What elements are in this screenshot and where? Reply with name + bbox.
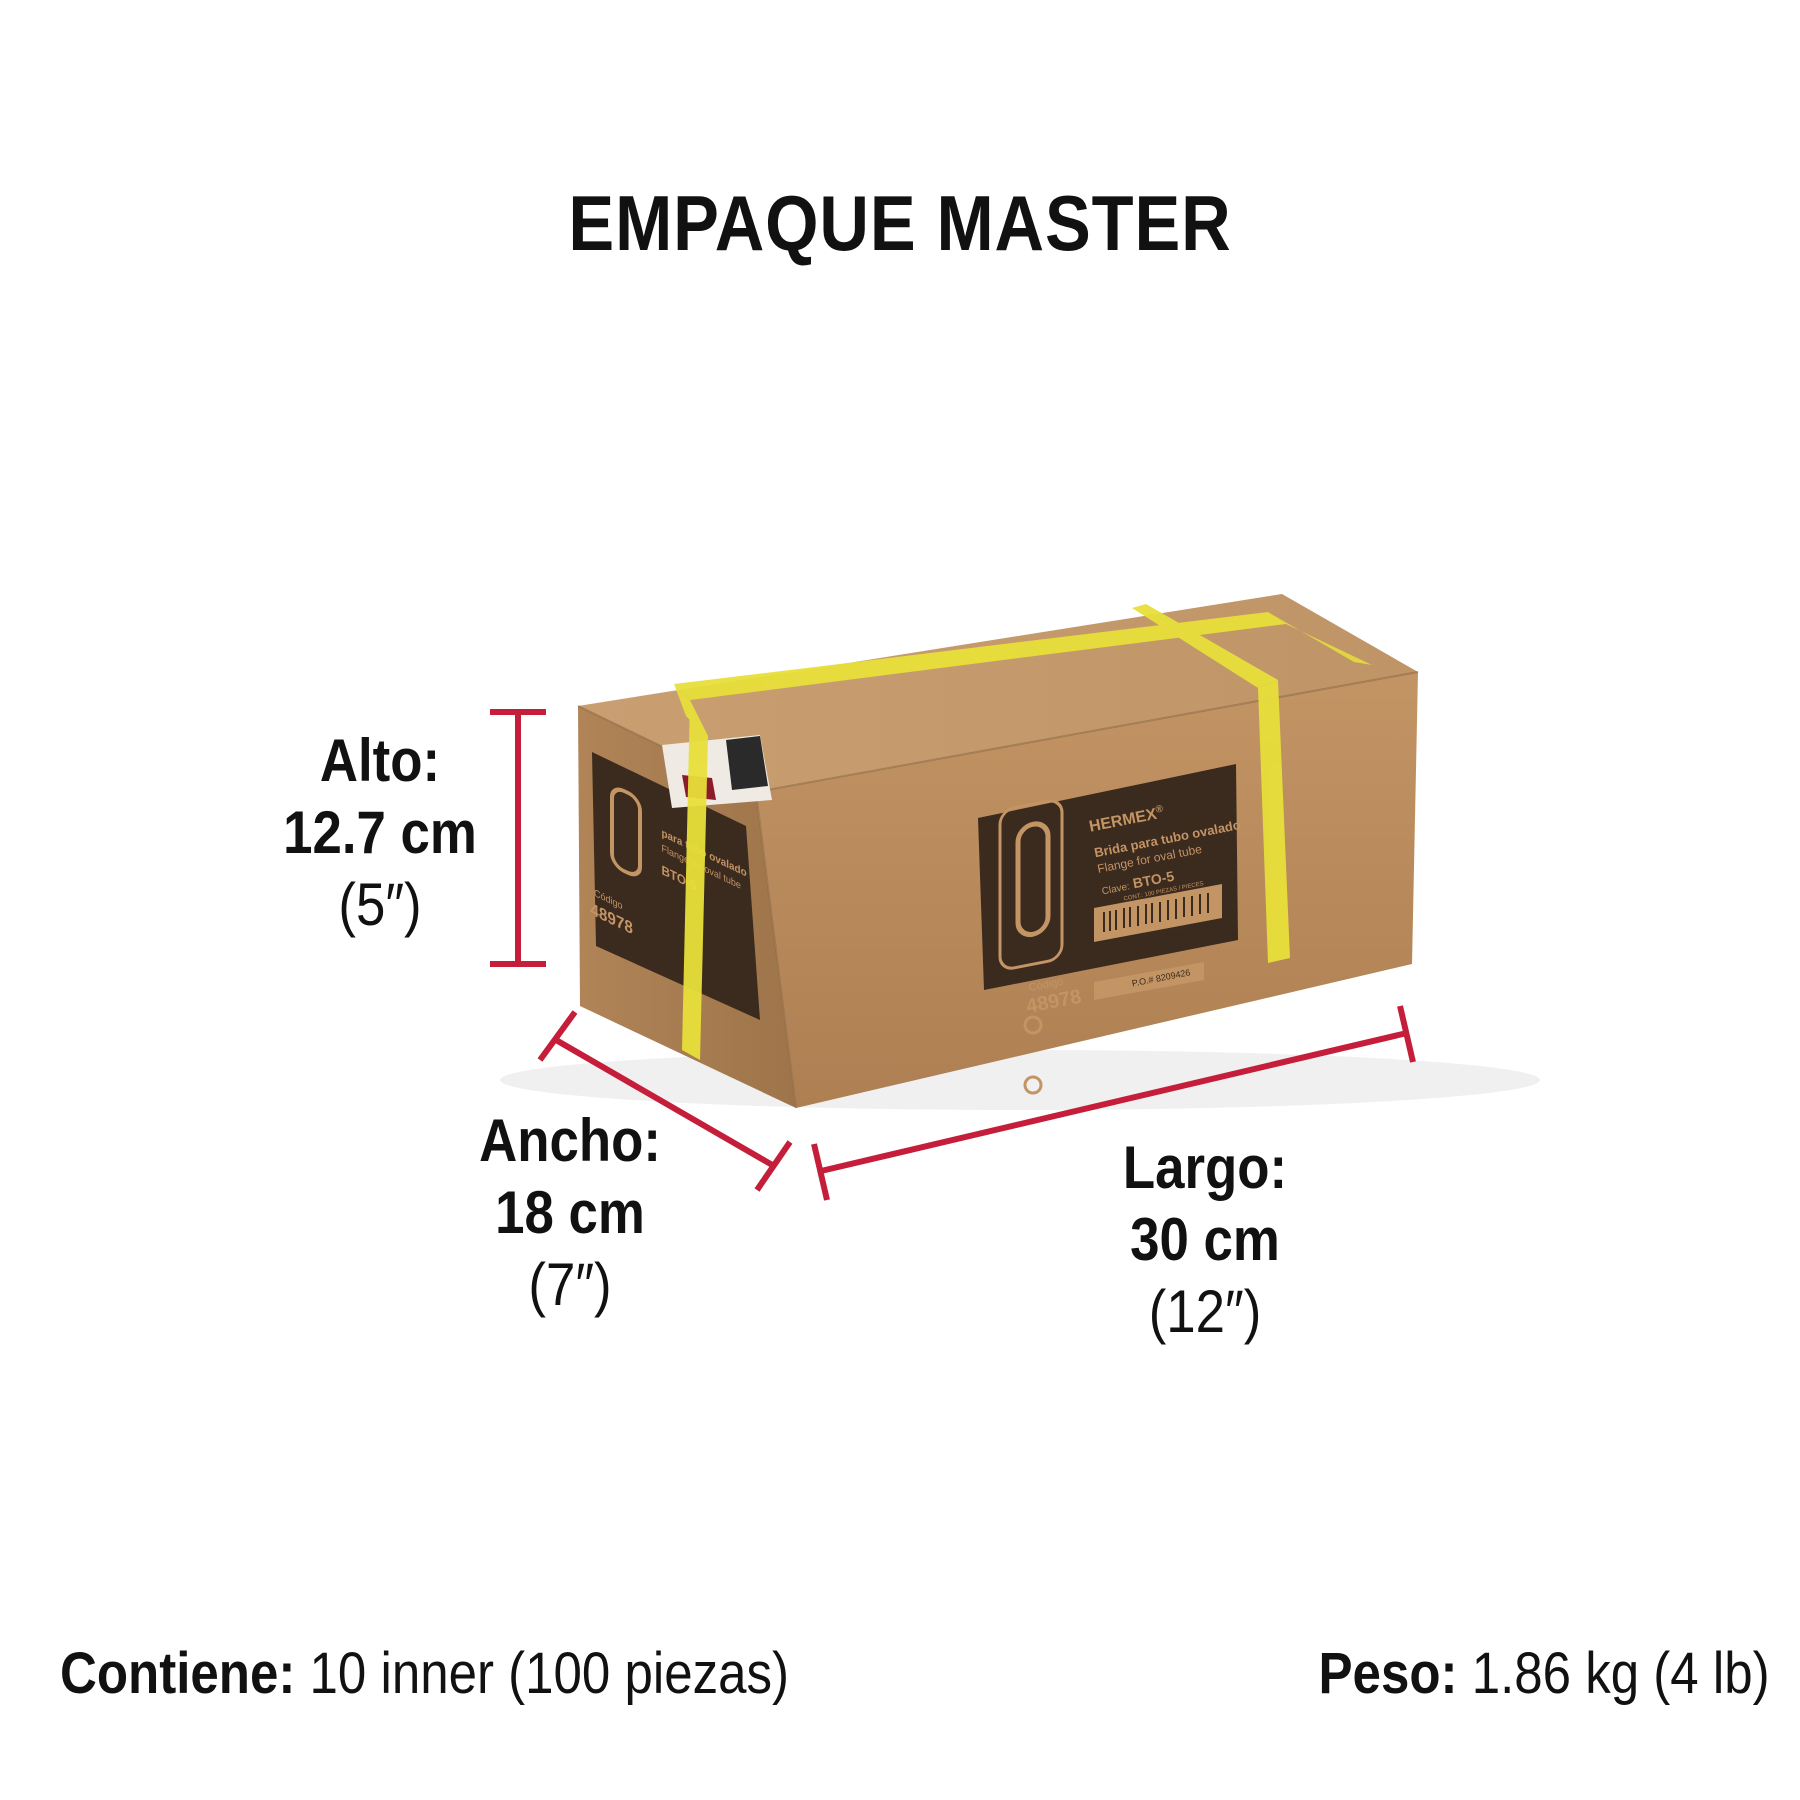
width-imperial: (7″): [528, 1251, 612, 1318]
width-metric: 18 cm: [495, 1179, 645, 1246]
flange-icon-outline: [998, 799, 1064, 970]
strap-right-top: [1132, 604, 1278, 688]
height-metric: 12.7 cm: [283, 799, 477, 866]
barcode-icon: [1103, 893, 1209, 932]
flange-hole-icon: [1023, 1015, 1043, 1035]
width-dimension-line: [537, 1010, 793, 1192]
length-label: Largo:: [1122, 1134, 1288, 1201]
weight-info: Peso: 1.86 kg (4 lb): [1319, 1640, 1770, 1707]
box-clave-label: Clave:: [1101, 881, 1131, 897]
length-dimension-label: Largo: 30 cm (12″): [1073, 1132, 1337, 1348]
flange-hole-icon: [1023, 1075, 1043, 1095]
width-dimension-label: Ancho: 18 cm (7″): [438, 1105, 702, 1321]
po-box: [1094, 962, 1204, 1000]
length-imperial: (12″): [1148, 1278, 1262, 1345]
weight-value: 1.86 kg (4 lb): [1472, 1641, 1770, 1706]
contents-label: Contiene:: [60, 1641, 296, 1706]
barcode-box: [1094, 884, 1222, 942]
warning-sticker-dark: [726, 736, 768, 790]
height-dimension-line: [490, 709, 546, 967]
weight-label: Peso:: [1318, 1641, 1458, 1706]
height-imperial: (5″): [338, 871, 422, 938]
length-metric: 30 cm: [1130, 1206, 1280, 1273]
strap-front-vertical: [682, 700, 708, 1060]
width-label: Ancho:: [479, 1107, 661, 1174]
front-label-background: [978, 764, 1238, 990]
cardboard-box: HERMEX® Brida para tubo ovalado Flange f…: [577, 594, 1419, 1109]
strap-top-long: [674, 612, 1286, 700]
height-dimension-label: Alto: 12.7 cm (5″): [248, 725, 512, 941]
box-clave: BTO-5: [1131, 868, 1175, 892]
dimension-lines: [490, 709, 1416, 1201]
page-title: EMPAQUE MASTER: [568, 179, 1232, 267]
contents-info: Contiene: 10 inner (100 piezas): [60, 1640, 789, 1707]
strap-right-vertical: [1258, 680, 1290, 963]
box-vertical-edge: [755, 791, 797, 1109]
length-dimension-line: [811, 1005, 1416, 1201]
side-flange-icon: [610, 787, 642, 877]
flange-icon: [1015, 821, 1051, 938]
front-label-panel: HERMEX® Brida para tubo ovalado Flange f…: [978, 764, 1242, 1095]
side-label-background: [592, 752, 760, 1020]
contents-value: 10 inner (100 piezas): [309, 1641, 790, 1706]
strap: [674, 604, 1372, 1060]
height-label: Alto:: [319, 727, 441, 794]
